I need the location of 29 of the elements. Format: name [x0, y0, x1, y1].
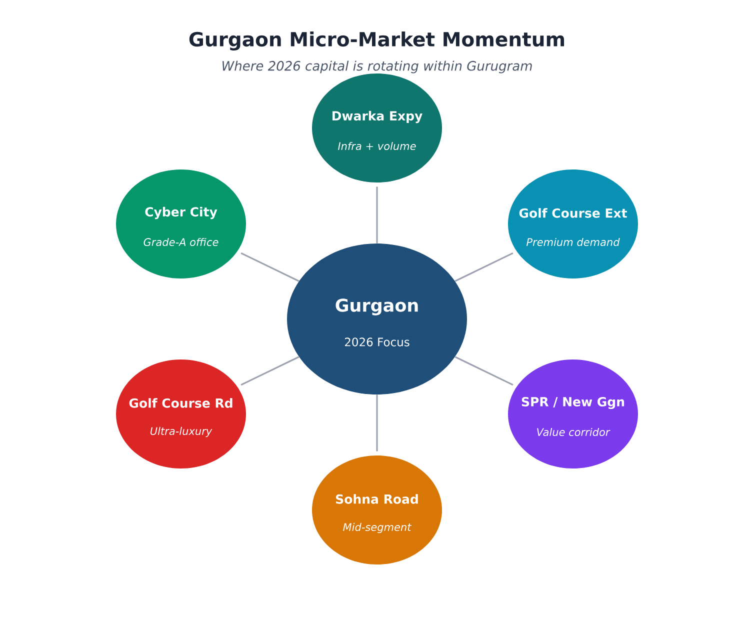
district-ellipse	[508, 360, 638, 468]
connector-line	[376, 394, 378, 452]
node-title: SPR / New Ggn	[522, 397, 624, 409]
district-ellipse	[312, 74, 442, 182]
node-subtitle: Ultra-luxury	[150, 426, 212, 438]
node-subtitle: Infra + volume	[338, 142, 416, 150]
node-title: Cyber City	[145, 206, 218, 220]
node-subtitle: Premium demand	[526, 238, 620, 246]
node-subtitle: Value corridor	[537, 428, 610, 436]
node-title: Gurgaon	[336, 298, 418, 316]
district-ellipse	[508, 170, 638, 278]
district-ellipse	[116, 360, 246, 468]
connector-line	[240, 356, 300, 386]
district-ellipse	[312, 456, 442, 564]
node-subtitle: Mid-segment	[343, 522, 412, 534]
district-ellipse	[116, 170, 246, 278]
node-title: Golf Course Rd	[129, 398, 232, 408]
connector-line	[454, 356, 514, 386]
node-subtitle: 2026 Focus	[344, 338, 410, 346]
node-title: Dwarka Expy	[332, 110, 422, 124]
node-title: Sohna Road	[336, 494, 418, 504]
connector-line	[240, 252, 300, 282]
title: Gurgaon Micro-Market Momentum	[189, 32, 564, 50]
subtitle: Where 2026 capital is rotating within Gurugram	[222, 60, 532, 74]
connector-line	[454, 252, 514, 282]
node-subtitle: Grade-A office	[144, 238, 218, 246]
district-ellipse	[287, 244, 467, 394]
connector-line	[376, 186, 378, 244]
node-title: Golf Course Ext	[519, 208, 628, 218]
